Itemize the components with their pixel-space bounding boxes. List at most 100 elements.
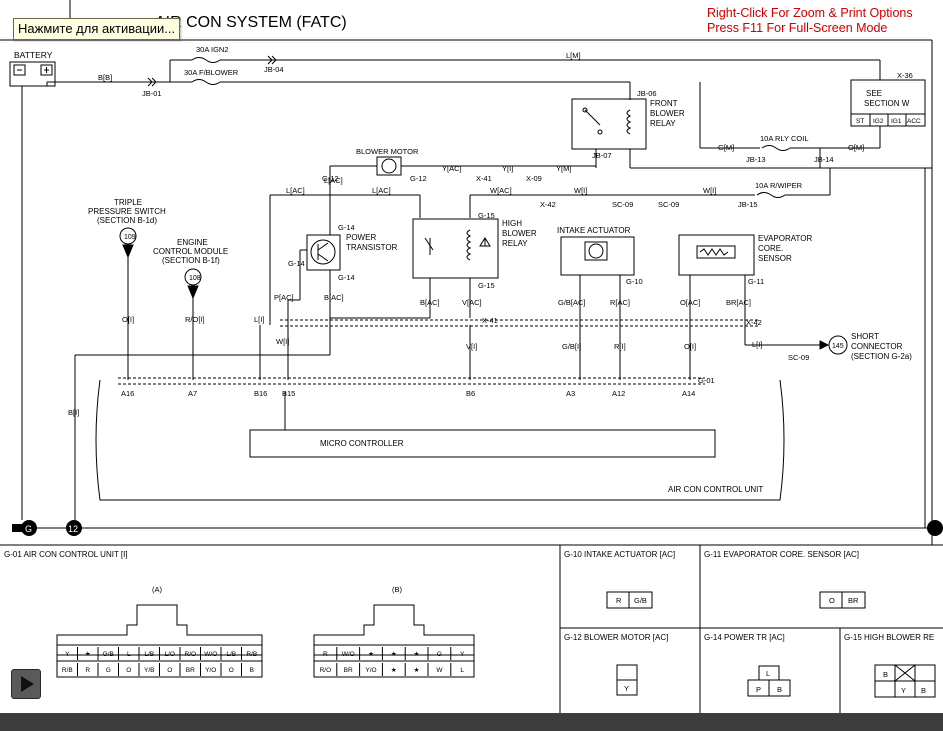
evap-2: CORE. bbox=[758, 244, 783, 253]
x41-bottom: X-41 bbox=[482, 316, 498, 325]
connector-pin-label: R/O bbox=[184, 651, 196, 658]
triple-pressure-3: (SECTION B-1d) bbox=[97, 216, 157, 225]
blower-motor-label: BLOWER MOTOR bbox=[356, 147, 419, 156]
triple-pressure-2: PRESSURE SWITCH bbox=[88, 207, 166, 216]
connector-pin-label: Y bbox=[460, 651, 465, 658]
g01-title: G-01 AIR CON CONTROL UNIT [I] bbox=[4, 550, 128, 559]
badge-108: 108 bbox=[189, 275, 201, 282]
fuse-fblower-label: 30A F/BLOWER bbox=[184, 68, 239, 77]
section-w-label: SECTION W bbox=[864, 99, 910, 108]
wire-oi: O[I] bbox=[122, 315, 134, 324]
see-label: SEE bbox=[866, 89, 882, 98]
g11-title: G-11 EVAPORATOR CORE. SENSOR [AC] bbox=[704, 550, 859, 559]
g10-pin-r: R bbox=[616, 596, 622, 605]
battery-label: BATTERY bbox=[14, 50, 53, 60]
g01-a-label: (A) bbox=[152, 585, 163, 594]
pin-a14: A14 bbox=[682, 389, 695, 398]
x09-label: X-09 bbox=[526, 174, 542, 183]
wire-gbac: G/B[AC] bbox=[558, 298, 586, 307]
activation-tooltip[interactable]: Нажмите для активации... bbox=[13, 18, 181, 40]
g14-title: G-14 POWER TR [AC] bbox=[704, 633, 785, 642]
wire-pac: P[AC] bbox=[274, 293, 294, 302]
connector-pin-label: ★ bbox=[368, 650, 374, 658]
connector-pin-label: O bbox=[126, 667, 131, 674]
fuse-rwiper-label: 10A R/WIPER bbox=[755, 181, 803, 190]
g15-pin-b2: B bbox=[921, 686, 926, 695]
connector-pin-label: W bbox=[436, 667, 443, 674]
evap-1: EVAPORATOR bbox=[758, 234, 812, 243]
wire-ym-label: Y[M] bbox=[556, 164, 571, 173]
wire-wbi: W[I] bbox=[276, 337, 289, 346]
pin-a7: A7 bbox=[188, 389, 197, 398]
pin-a12: A12 bbox=[612, 389, 625, 398]
wire-brac: BR[AC] bbox=[726, 298, 751, 307]
wire-oi2: O[I] bbox=[684, 342, 696, 351]
ign-term-acc: ACC bbox=[907, 118, 921, 125]
g15-title: G-15 HIGH BLOWER RE bbox=[844, 633, 934, 642]
high-blower-2: BLOWER bbox=[502, 229, 537, 238]
high-blower-1: HIGH bbox=[502, 219, 522, 228]
g14-pin-b: B bbox=[777, 685, 782, 694]
wire-lac-2: L[AC] bbox=[286, 186, 305, 195]
short-connector-3: (SECTION G-2a) bbox=[851, 352, 912, 361]
connector-pin-label: ★ bbox=[85, 650, 91, 658]
wire-gm-label: G[M] bbox=[718, 143, 734, 152]
g10-label: G-10 bbox=[626, 277, 643, 286]
g12-left: G-12 bbox=[322, 174, 339, 183]
x36-label: X-36 bbox=[897, 71, 913, 80]
badge-145: 145 bbox=[832, 343, 844, 350]
g12-pin-y: Y bbox=[624, 684, 629, 693]
sc09-label: SC-09 bbox=[612, 200, 633, 209]
g15-pin-y: Y bbox=[901, 686, 906, 695]
connector-pin-label: O bbox=[229, 667, 234, 674]
short-connector-1: SHORT bbox=[851, 332, 879, 341]
wire-wi-label: W[I] bbox=[574, 186, 587, 195]
connector-pin-label: G/B bbox=[103, 651, 114, 658]
connector-pin-label: BR bbox=[344, 667, 353, 674]
g12-right: G-12 bbox=[410, 174, 427, 183]
connector-pin-label: BR bbox=[186, 667, 195, 674]
pin-b6: B6 bbox=[466, 389, 475, 398]
pin-b16: B16 bbox=[254, 389, 267, 398]
front-blower-relay-2: BLOWER bbox=[650, 109, 685, 118]
jb01-label: JB-01 bbox=[142, 89, 162, 98]
short-connector-2: CONNECTOR bbox=[851, 342, 903, 351]
connector-pin-label: ★ bbox=[414, 650, 420, 658]
ground-g-label: G bbox=[25, 524, 32, 534]
connector-pin-label: G bbox=[437, 651, 442, 658]
micro-controller-label: MICRO CONTROLLER bbox=[320, 439, 404, 448]
connector-pin-label: ★ bbox=[414, 666, 420, 674]
pin-a3: A3 bbox=[566, 389, 575, 398]
sc09-bottom: SC-09 bbox=[788, 353, 809, 362]
connector-pin-label: ★ bbox=[391, 666, 397, 674]
zoom-hint-line2: Press F11 For Full-Screen Mode bbox=[707, 21, 888, 35]
wire-gbi: G/B[I] bbox=[562, 342, 581, 351]
badge-109: 109 bbox=[124, 234, 136, 241]
wire-roi: R/O[I] bbox=[185, 315, 205, 324]
evap-3: SENSOR bbox=[758, 254, 792, 263]
connector-pin-label: L bbox=[460, 667, 464, 674]
wire-lac-3: L[AC] bbox=[372, 186, 391, 195]
g14-top: G-14 bbox=[338, 223, 355, 232]
wire-li-short: L[I] bbox=[752, 340, 762, 349]
power-transistor-2: TRANSISTOR bbox=[346, 243, 398, 252]
connector-pin-label: L/O bbox=[165, 651, 175, 658]
g15-top: G-15 bbox=[478, 211, 495, 220]
connector-pin-label: R bbox=[323, 651, 328, 658]
connector-pin-label: Y/O bbox=[365, 667, 376, 674]
connector-pin-label: Y/B bbox=[144, 667, 154, 674]
ecm-3: (SECTION B-1f) bbox=[162, 256, 220, 265]
jb04-label: JB-04 bbox=[264, 65, 284, 74]
connector-pin-label: R/B bbox=[62, 667, 73, 674]
wire-lm-label: L[M] bbox=[566, 51, 581, 60]
connector-pin-label: W/O bbox=[342, 651, 355, 658]
wire-vi: V[I] bbox=[466, 342, 477, 351]
x42-bottom: X-42 bbox=[746, 318, 762, 327]
g10-title: G-10 INTAKE ACTUATOR [AC] bbox=[564, 550, 675, 559]
power-transistor-1: POWER bbox=[346, 233, 376, 242]
connector-pin-label: W/O bbox=[204, 651, 217, 658]
connector-pin-label: R/B bbox=[246, 651, 257, 658]
play-button[interactable] bbox=[11, 669, 41, 699]
diagram-title: AIR CON SYSTEM (FATC) bbox=[155, 14, 347, 31]
